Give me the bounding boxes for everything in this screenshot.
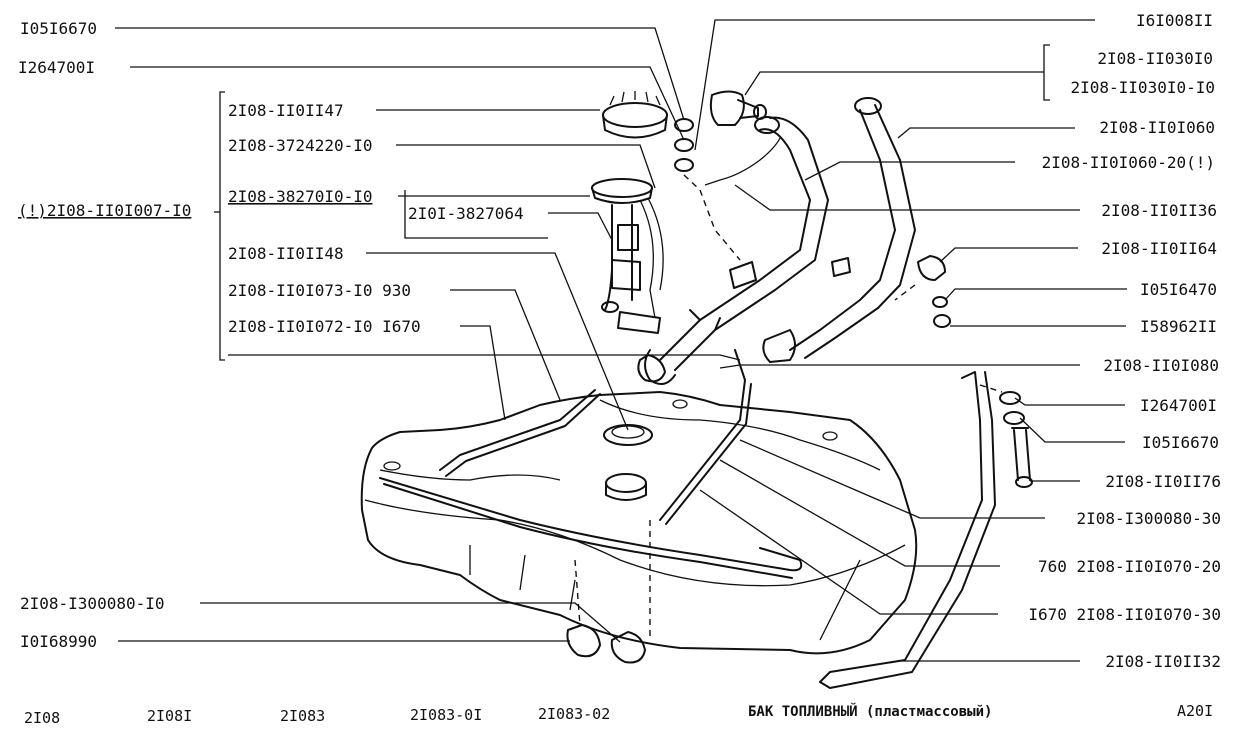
label-2108-1103010-10: 2I08-II030I0-I0 — [1071, 78, 1216, 97]
label-1610081: I6I008II — [1136, 11, 1213, 30]
hose-clamps-drawing — [566, 354, 666, 664]
label-2108-1101147: 2I08-II0II47 — [228, 101, 344, 120]
footer-model-1: 2I08 — [24, 709, 60, 727]
label-1670-2108-1101070-30: I670 2I08-II0I070-30 — [1028, 605, 1221, 624]
label-1016899: I0I68990 — [20, 632, 97, 651]
label-2108-1101080: 2I08-II0I080 — [1103, 356, 1219, 375]
label-2108-1101060-20: 2I08-II0I060-20(!) — [1042, 153, 1215, 172]
label-760-2108-1101070-20: 760 2I08-II0I070-20 — [1038, 557, 1221, 576]
group-brackets — [214, 44, 1050, 361]
footer: 2I08 2I08I 2I083 2I083-0I 2I083-02 БАК Т… — [24, 702, 1213, 727]
label-2108-1101136: 2I08-II0II36 — [1101, 201, 1217, 220]
label-2108-1300080-10: 2I08-I300080-I0 — [20, 594, 165, 613]
fittings-right-drawing — [894, 255, 951, 328]
cap-and-seals-drawing — [674, 90, 781, 261]
fuel-tank-drawing — [360, 391, 918, 655]
label-2108-1101007: (!)2I08-II0I007-I0 — [18, 201, 191, 220]
filler-pipe-drawing — [644, 97, 916, 385]
footer-title: БАК ТОПЛИВНЫЙ (пластмассовый) — [748, 703, 992, 720]
label-1264700-top: I264700I — [18, 58, 95, 77]
label-1051647: I05I6470 — [1140, 280, 1217, 299]
label-2108-1101148: 2I08-II0II48 — [228, 244, 344, 263]
label-2108-382701: 2I08-38270I0-I0 — [228, 187, 373, 206]
label-2108-1101072: 2I08-II0I072-I0 I670 — [228, 317, 421, 336]
fuel-pump-assembly-drawing — [591, 91, 668, 334]
label-2101-3827064: 2I0I-3827064 — [408, 204, 524, 223]
label-2108-1101073: 2I08-II0I073-I0 930 — [228, 281, 411, 300]
footer-code: А20I — [1177, 702, 1213, 720]
tank-strap-drawing — [819, 371, 1033, 689]
label-2108-1101176: 2I08-II0II76 — [1105, 472, 1221, 491]
label-2108-3724220: 2I08-3724220-I0 — [228, 136, 373, 155]
label-2108-1300080-30: 2I08-I300080-30 — [1077, 509, 1222, 528]
label-1264700-right: I264700I — [1140, 396, 1217, 415]
label-2108-1103010: 2I08-II030I0 — [1097, 49, 1213, 68]
label-2108-1101164: 2I08-II0II64 — [1101, 239, 1217, 258]
label-2108-1101060: 2I08-II0I060 — [1099, 118, 1215, 137]
label-1051667-top: I05I6670 — [20, 19, 97, 38]
footer-model-4: 2I083-0I — [410, 706, 482, 724]
label-1051667-right: I05I6670 — [1142, 433, 1219, 452]
fuel-lines-drawing — [379, 349, 803, 579]
label-1589621: I58962II — [1140, 317, 1217, 336]
footer-model-3: 2I083 — [280, 707, 325, 725]
leader-lines — [115, 19, 1127, 662]
part-labels: I05I6670 I264700I 2I08-II0II47 2I08-3724… — [18, 11, 1221, 671]
footer-model-5: 2I083-02 — [538, 705, 610, 723]
footer-model-2: 2I08I — [147, 707, 192, 725]
label-2108-1101132: 2I08-II0II32 — [1105, 652, 1221, 671]
